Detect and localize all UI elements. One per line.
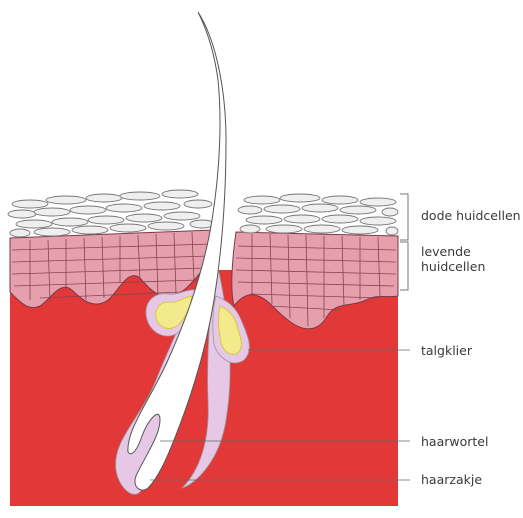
label-living-skin-cells-line2: huidcellen — [421, 259, 485, 274]
label-hair-follicle: haarzakje — [421, 472, 482, 487]
label-hair-root: haarwortel — [421, 434, 488, 449]
label-living-skin-cells-line1: levende — [421, 244, 485, 259]
dead-cell-layer-left — [8, 190, 214, 237]
label-dead-skin-cells: dode huidcellen — [421, 208, 521, 223]
layer-brackets — [400, 194, 408, 290]
label-living-skin-cells: levende huidcellen — [421, 244, 485, 274]
dead-cell-layer-right — [238, 194, 398, 235]
label-sebaceous-gland: talgklier — [421, 343, 472, 358]
